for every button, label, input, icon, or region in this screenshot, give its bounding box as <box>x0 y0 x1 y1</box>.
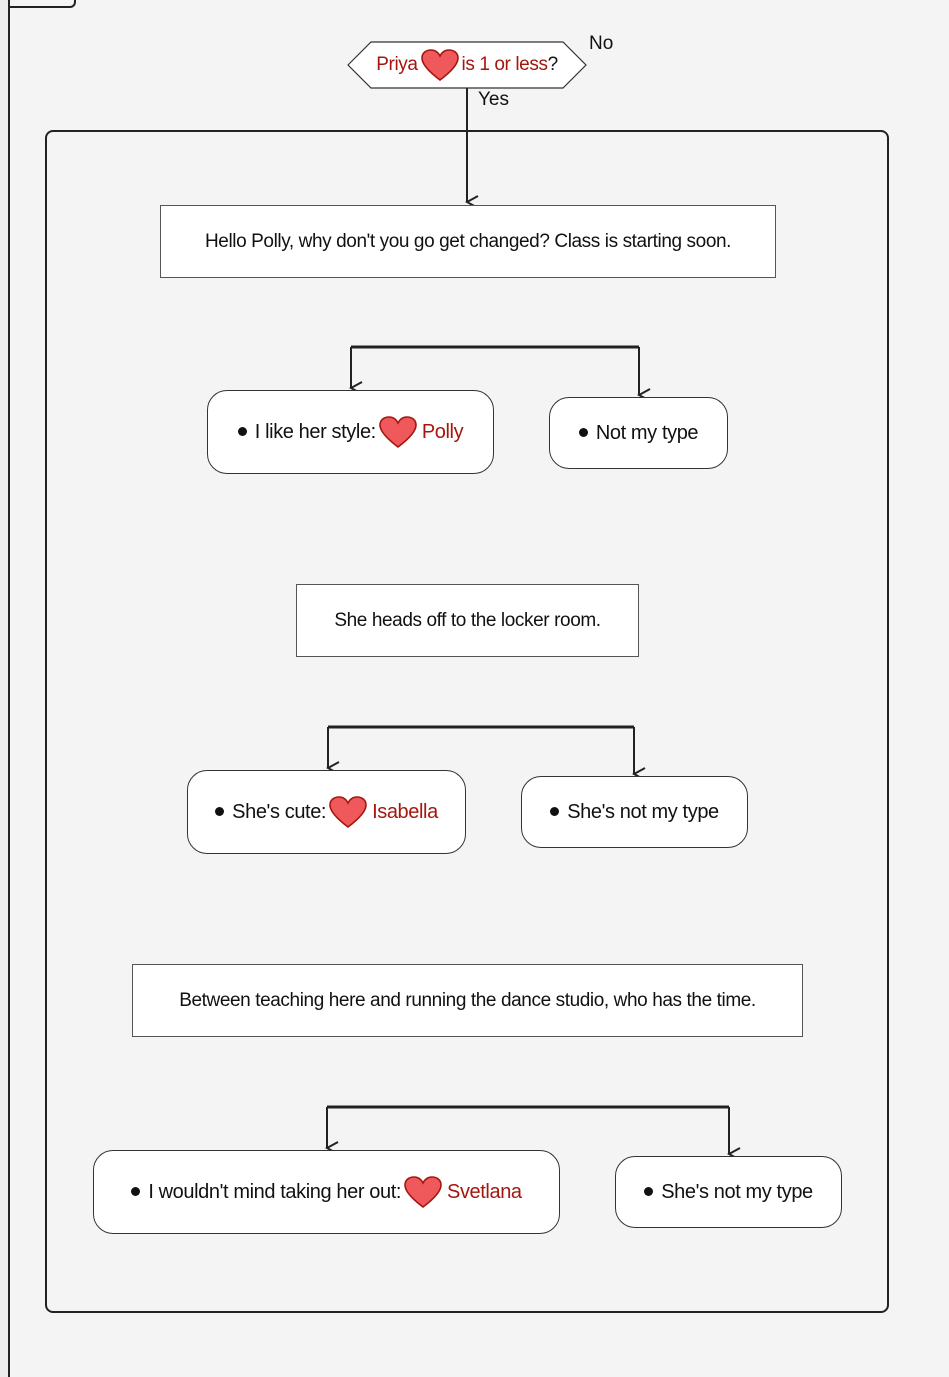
choice-text: Not my type <box>595 421 699 444</box>
bullet <box>215 806 225 816</box>
bullet <box>131 1186 141 1196</box>
bullet <box>550 806 560 816</box>
choice-option-not-my-type[interactable]: Not my type <box>549 397 728 469</box>
character-name: Polly <box>421 420 464 443</box>
heart-icon <box>328 795 368 829</box>
choice-text: She's not my type <box>567 800 719 823</box>
bullet <box>237 426 247 436</box>
choice-option-svetlana[interactable]: I wouldn't mind taking her out: Svetlana <box>93 1150 560 1234</box>
statement-box: She heads off to the locker room. <box>296 584 639 657</box>
decision-character-name: Priya <box>376 54 418 75</box>
statement-text: She heads off to the locker room. <box>334 609 601 631</box>
choice-text: She's cute: <box>232 800 327 823</box>
choice-option-not-my-type[interactable]: She's not my type <box>615 1156 842 1228</box>
choice-option-polly[interactable]: I like her style: Polly <box>207 390 494 474</box>
statement-box: Between teaching here and running the da… <box>132 964 803 1037</box>
character-name: Isabella <box>372 800 438 823</box>
heart-icon <box>403 1175 443 1209</box>
statement-text: Hello Polly, why don't you go get change… <box>204 230 732 252</box>
heart-icon <box>420 48 460 82</box>
left-swimlane-border <box>0 0 10 1377</box>
character-name: Svetlana <box>447 1180 522 1203</box>
heart-icon <box>378 415 418 449</box>
statement-box: Hello Polly, why don't you go get change… <box>160 205 776 278</box>
yes-branch-label: Yes <box>478 89 509 110</box>
choice-option-not-my-type[interactable]: She's not my type <box>521 776 748 848</box>
choice-option-isabella[interactable]: She's cute: Isabella <box>187 770 466 854</box>
bullet <box>578 427 588 437</box>
decision-condition: is 1 or less <box>461 54 548 75</box>
corner-tab <box>8 0 76 8</box>
decision-question-mark: ? <box>547 54 559 75</box>
choice-text: I like her style: <box>254 420 376 443</box>
bullet <box>644 1186 654 1196</box>
statement-text: Between teaching here and running the da… <box>179 989 756 1011</box>
choice-text: I wouldn't mind taking her out: <box>148 1180 402 1203</box>
decision-node: Priya is 1 or less? <box>348 42 586 88</box>
no-branch-label: No <box>589 33 614 54</box>
choice-text: She's not my type <box>661 1180 813 1203</box>
activity-group <box>45 130 889 1313</box>
decision-shape <box>347 41 587 89</box>
